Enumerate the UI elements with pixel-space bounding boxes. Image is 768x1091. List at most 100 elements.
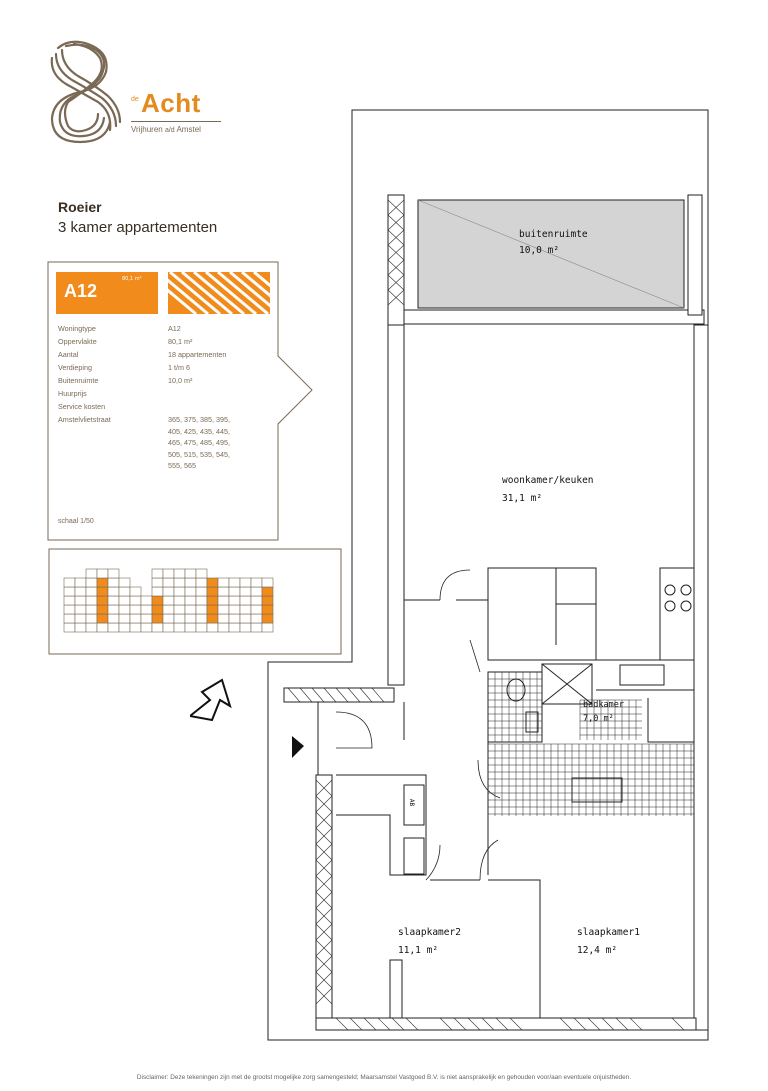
elevation-cell	[151, 586, 164, 597]
spec-label: Woningtype	[58, 324, 96, 333]
elevation-cell	[173, 586, 186, 597]
elevation-cell	[63, 586, 76, 597]
elevation-cell	[118, 622, 131, 633]
elevation-cell	[151, 622, 164, 633]
spec-label: Verdieping	[58, 363, 92, 372]
room-area-slaapkamer2: 11,1 m²	[398, 945, 439, 956]
elevation-cell	[151, 613, 164, 624]
elevation-cell	[140, 604, 153, 615]
elevation-cell	[85, 622, 98, 633]
type-area-small: 80,1 m²	[122, 276, 142, 282]
type-badge	[56, 272, 158, 314]
elevation-cell	[107, 577, 120, 588]
elevation-cell	[118, 577, 131, 588]
page-title: Roeier	[58, 199, 102, 215]
elevation-cell	[74, 613, 87, 624]
elevation-cell	[162, 586, 175, 597]
elevation-cell	[96, 577, 109, 588]
elevation-cell	[162, 577, 175, 588]
elevation-cell	[151, 577, 164, 588]
elevation-cell	[85, 568, 98, 579]
elevation-cell	[118, 595, 131, 606]
room-area-badkamer: 7,0 m²	[583, 714, 614, 724]
elevation-cell	[173, 577, 186, 588]
elevation-cell	[162, 604, 175, 615]
elevation-cell	[129, 586, 142, 597]
elevation-cell	[151, 595, 164, 606]
elevation-cell	[74, 586, 87, 597]
elevation-cell	[173, 604, 186, 615]
elevation-cell	[96, 604, 109, 615]
spec-label: Amstelvlietstraat	[58, 415, 111, 424]
elevation-cell	[74, 577, 87, 588]
elevation-cell	[85, 586, 98, 597]
brand-prefix: de	[131, 96, 139, 103]
elevation-cell	[63, 595, 76, 606]
elevation-cell	[74, 595, 87, 606]
elevation-cell	[151, 604, 164, 615]
elevation-cell	[96, 622, 109, 633]
elevation-cell	[96, 613, 109, 624]
elevation-cell	[173, 622, 186, 633]
room-area-woonkamer: 31,1 m²	[502, 493, 543, 504]
elevation-cell	[85, 595, 98, 606]
spec-value: 1 t/m 6	[168, 363, 190, 372]
elevation-cell	[129, 604, 142, 615]
elevation-cell	[74, 604, 87, 615]
room-name-buitenruimte: buitenruimte	[519, 229, 588, 240]
elevation-cell	[63, 604, 76, 615]
elevation-cell	[74, 622, 87, 633]
elevation-cell	[118, 604, 131, 615]
elevation-cell	[107, 613, 120, 624]
elevation-cell	[173, 595, 186, 606]
elevation-cell	[140, 595, 153, 606]
scale-label: schaal 1/50	[58, 518, 94, 525]
entry-arrow-icon	[292, 736, 304, 758]
elevation-cell	[162, 595, 175, 606]
building-elevation-diagram	[48, 548, 342, 655]
elevation-cell	[85, 604, 98, 615]
floor-plan	[190, 109, 709, 1041]
type-code: A12	[64, 281, 98, 301]
brand-subtitle: Vrijhuren a/d Amstel	[131, 125, 201, 134]
elevation-cell	[63, 622, 76, 633]
spec-label: Oppervlakte	[58, 337, 97, 346]
spec-label: Buitenruimte	[58, 376, 99, 385]
elevation-cell	[118, 586, 131, 597]
spec-value: A12	[168, 324, 181, 333]
spec-label: Aantal	[58, 350, 79, 359]
room-name-woonkamer: woonkamer/keuken	[502, 475, 594, 486]
elevation-cell	[96, 595, 109, 606]
spec-value: 365, 375, 385, 395, 405, 425, 435, 445, …	[168, 415, 230, 470]
brand-name: Acht	[141, 88, 201, 118]
elevation-cell	[129, 595, 142, 606]
elevation-cell	[85, 613, 98, 624]
brand-subtitle-end: Amstel	[174, 125, 201, 134]
room-area-slaapkamer1: 12,4 m²	[577, 945, 618, 956]
elevation-cell	[85, 577, 98, 588]
elevation-cell	[63, 613, 76, 624]
spec-label: Service kosten	[58, 402, 106, 411]
elevation-cell	[107, 595, 120, 606]
room-name-badkamer: badkamer	[583, 700, 624, 710]
brand-subtitle-start: Vrijhuren	[131, 125, 165, 134]
spec-label: Huurprijs	[58, 389, 87, 398]
elevation-cell	[107, 604, 120, 615]
brand-divider	[131, 121, 221, 122]
elevation-cell	[140, 613, 153, 624]
disclaimer: Disclaimer: Deze tekeningen zijn met de …	[136, 1074, 632, 1081]
elevation-cell	[261, 577, 274, 588]
elevation-cell	[129, 622, 142, 633]
logo-eight-icon	[50, 40, 122, 144]
elevation-cell	[140, 622, 153, 633]
elevation-cell	[107, 622, 120, 633]
elevation-cell	[162, 622, 175, 633]
spec-value: 18 appartementen	[168, 350, 227, 359]
elevation-cell	[162, 613, 175, 624]
room-name-slaapkamer1: slaapkamer1	[577, 927, 640, 938]
elevation-cell	[96, 586, 109, 597]
elevation-cell	[118, 613, 131, 624]
elevation-cell	[107, 586, 120, 597]
elevation-cell	[63, 577, 76, 588]
elevation-cell	[173, 568, 186, 579]
